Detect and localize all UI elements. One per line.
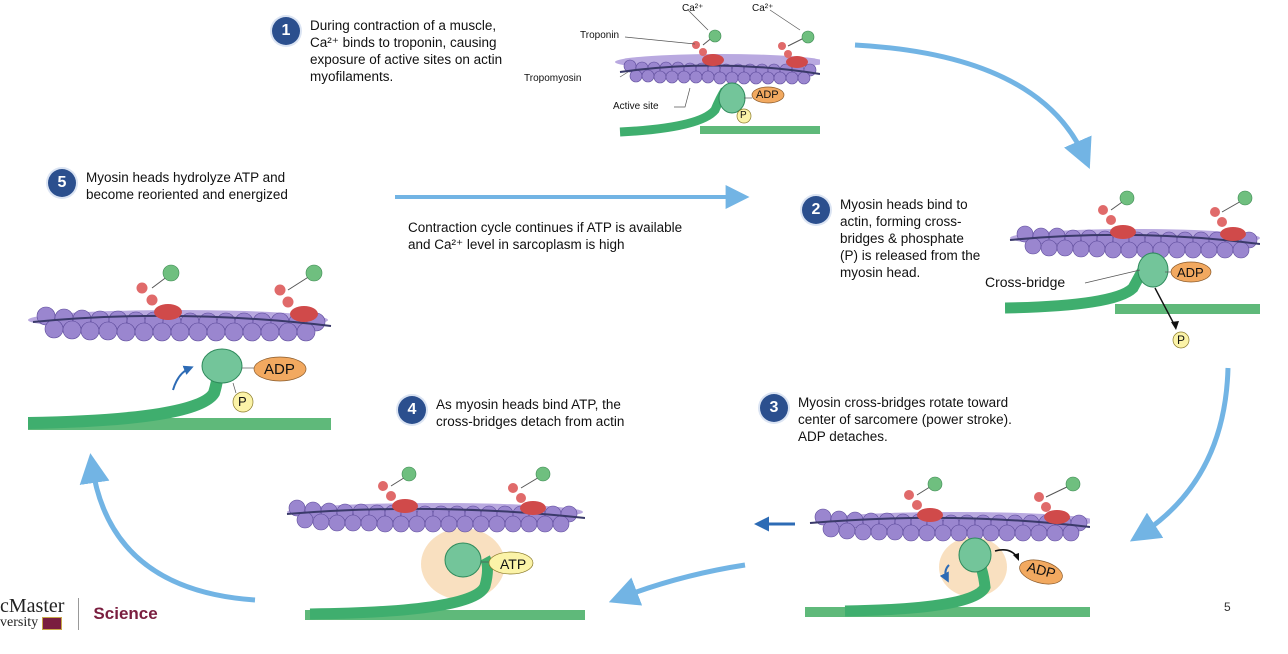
step-text: Myosin cross-bridges rotate toward cente…: [798, 395, 1012, 444]
label-adp-5: ADP: [264, 361, 295, 378]
step-4: 4 As myosin heads bind ATP, the cross-br…: [398, 396, 624, 430]
page-number: 5: [1224, 600, 1231, 614]
label-atp: ATP: [500, 556, 527, 572]
center-note: Contraction cycle continues if ATP is av…: [408, 220, 683, 252]
arrow-1-to-2: [854, 42, 1092, 169]
label-adp-1: ADP: [756, 89, 779, 101]
label-adp-2: ADP: [1177, 265, 1204, 280]
step-badge: 2: [802, 196, 830, 224]
label-ca-left: Ca²⁺: [682, 3, 704, 14]
step-2: 2 Myosin heads bind to actin, forming cr…: [802, 196, 980, 281]
arrow-4-to-5-lower: [608, 562, 746, 606]
step-badge: 3: [760, 394, 788, 422]
illustration-step-1: [615, 9, 820, 137]
label-active-site: Active site: [613, 101, 659, 112]
step-text: Myosin heads bind to actin, forming cros…: [840, 197, 981, 280]
step-text: Myosin heads hydrolyze ATP and become re…: [86, 170, 288, 202]
step-5: 5 Myosin heads hydrolyze ATP and become …: [48, 169, 288, 203]
brand-name: cMaster: [0, 595, 65, 617]
label-troponin: Troponin: [580, 30, 620, 41]
step-3: 3 Myosin cross-bridges rotate toward cen…: [760, 394, 1012, 445]
faculty-name: Science: [93, 604, 158, 623]
brand-divider: [78, 598, 80, 630]
step-text: As myosin heads bind ATP, the cross-brid…: [436, 397, 625, 429]
illustration-step-4: [286, 466, 585, 620]
arrow-5-to-1-left: [79, 453, 256, 603]
step-badge: 1: [272, 17, 300, 45]
label-p-2: P: [1177, 333, 1186, 347]
label-cross-bridge: Cross-bridge: [985, 274, 1066, 290]
brand-sub: versity: [0, 615, 39, 630]
illustration-step-3: [805, 476, 1090, 617]
label-p-5: P: [238, 394, 247, 409]
step-badge: 4: [398, 396, 426, 424]
label-tropomyosin: Tropomyosin: [524, 73, 582, 84]
label-p-1: P: [740, 110, 747, 121]
crest-icon: [42, 616, 63, 630]
step-badge: 5: [48, 169, 76, 197]
mcmaster-logo: cMaster versity Science: [0, 596, 158, 632]
illustration-step-5: [28, 264, 332, 430]
illustration-step-2: [1005, 190, 1260, 349]
arrow-2-to-3: [1129, 367, 1231, 542]
step-1: 1 During contraction of a muscle, Ca²⁺ b…: [272, 17, 502, 85]
step-text: During contraction of a muscle, Ca²⁺ bin…: [310, 18, 503, 84]
label-ca-right: Ca²⁺: [752, 3, 774, 14]
